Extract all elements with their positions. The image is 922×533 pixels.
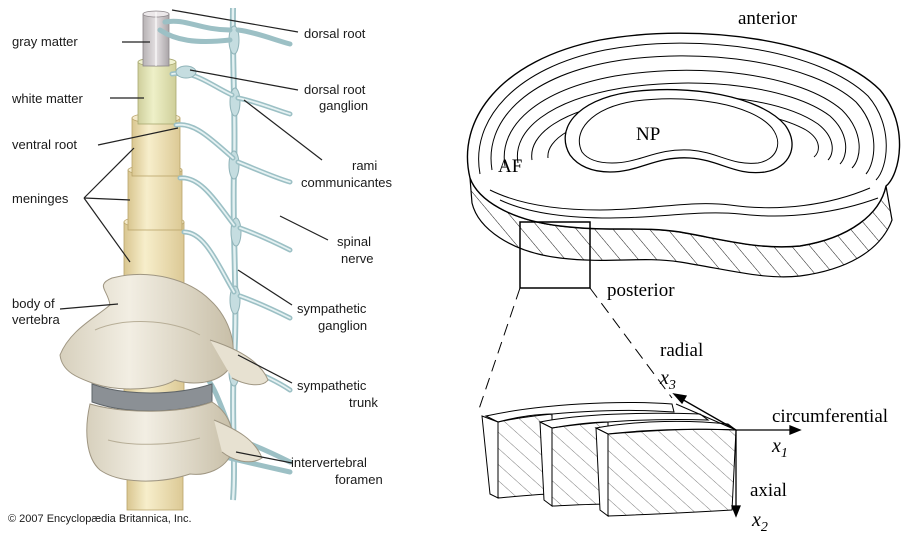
label-meninges: meninges	[12, 191, 69, 206]
label-body-of-vertebra-2: vertebra	[12, 312, 60, 327]
dorsal-root-ganglion-shape	[176, 66, 196, 78]
label-sympathetic-trunk-1: sympathetic	[297, 378, 367, 393]
label-x3: x3	[659, 367, 676, 393]
label-circumferential: circumferential	[772, 406, 888, 427]
label-posterior: posterior	[607, 280, 675, 301]
label-body-of-vertebra-1: body of	[12, 296, 55, 311]
label-x2: x2	[751, 509, 768, 533]
disc-diagram: NP AF anterior posterior	[467, 8, 899, 533]
label-x1: x1	[771, 435, 788, 461]
label-axial: axial	[750, 480, 787, 501]
label-intervertebral-foramen-1: intervertebral	[291, 455, 367, 470]
label-spinal-nerve-1: spinal	[337, 234, 371, 249]
label-np: NP	[636, 124, 660, 145]
label-sympathetic-ganglion-2: ganglion	[318, 318, 367, 333]
label-rami-communicantes-2: communicantes	[301, 175, 393, 190]
label-dorsal-root-ganglion-1: dorsal root	[304, 82, 366, 97]
white-matter-shape	[138, 62, 176, 124]
label-anterior: anterior	[738, 8, 798, 29]
label-spinal-nerve-2: nerve	[341, 251, 374, 266]
label-ventral-root: ventral root	[12, 137, 77, 152]
label-gray-matter: gray matter	[12, 34, 78, 49]
label-sympathetic-trunk-2: trunk	[349, 395, 378, 410]
label-intervertebral-foramen-2: foramen	[335, 472, 383, 487]
lamellae-blocks	[482, 403, 736, 517]
label-white-matter: white matter	[11, 91, 83, 106]
spinal-cord-illustration: gray matter white matter ventral root me…	[8, 8, 393, 525]
label-dorsal-root: dorsal root	[304, 26, 366, 41]
meninges-shape	[128, 170, 182, 230]
label-af: AF	[498, 156, 522, 177]
copyright-text: © 2007 Encyclopædia Britannica, Inc.	[8, 513, 192, 525]
label-rami-communicantes-1: rami	[352, 158, 377, 173]
label-radial: radial	[660, 340, 703, 361]
label-dorsal-root-ganglion-2: ganglion	[319, 98, 368, 113]
label-sympathetic-ganglion-1: sympathetic	[297, 301, 367, 316]
